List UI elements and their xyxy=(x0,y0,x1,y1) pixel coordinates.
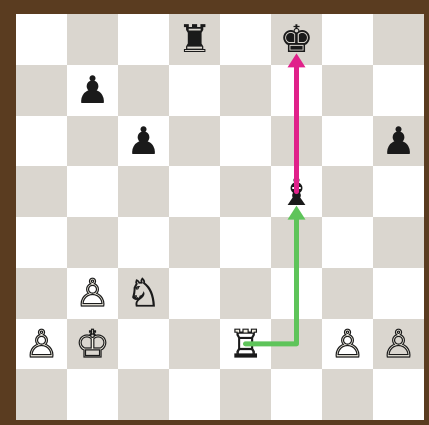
square-c6[interactable]: ♟ xyxy=(118,116,169,167)
square-g5[interactable] xyxy=(322,166,373,217)
black-pawn-icon[interactable]: ♟ xyxy=(67,65,118,116)
square-d6[interactable] xyxy=(169,116,220,167)
square-b4[interactable] xyxy=(67,217,118,268)
square-g4[interactable] xyxy=(322,217,373,268)
square-b2[interactable]: ♔ xyxy=(67,319,118,370)
square-h6[interactable]: ♟ xyxy=(373,116,424,167)
square-b1[interactable] xyxy=(67,369,118,420)
square-c1[interactable] xyxy=(118,369,169,420)
square-f4[interactable] xyxy=(271,217,322,268)
white-pawn-icon[interactable]: ♙ xyxy=(67,268,118,319)
white-knight-icon[interactable]: ♘ xyxy=(118,268,169,319)
square-e6[interactable] xyxy=(220,116,271,167)
square-h8[interactable] xyxy=(373,14,424,65)
square-c8[interactable] xyxy=(118,14,169,65)
square-g1[interactable] xyxy=(322,369,373,420)
square-g6[interactable] xyxy=(322,116,373,167)
square-b6[interactable] xyxy=(67,116,118,167)
square-b8[interactable] xyxy=(67,14,118,65)
square-a5[interactable] xyxy=(16,166,67,217)
square-a8[interactable] xyxy=(16,14,67,65)
square-h1[interactable] xyxy=(373,369,424,420)
square-g2[interactable]: ♙ xyxy=(322,319,373,370)
square-f2[interactable] xyxy=(271,319,322,370)
square-c2[interactable] xyxy=(118,319,169,370)
white-pawn-icon[interactable]: ♙ xyxy=(322,319,373,370)
square-c7[interactable] xyxy=(118,65,169,116)
square-f3[interactable] xyxy=(271,268,322,319)
square-f6[interactable] xyxy=(271,116,322,167)
square-g8[interactable] xyxy=(322,14,373,65)
square-a3[interactable] xyxy=(16,268,67,319)
square-c3[interactable]: ♘ xyxy=(118,268,169,319)
square-f5[interactable]: ♝ xyxy=(271,166,322,217)
square-f7[interactable] xyxy=(271,65,322,116)
square-b5[interactable] xyxy=(67,166,118,217)
white-pawn-icon[interactable]: ♙ xyxy=(373,319,424,370)
black-king-icon[interactable]: ♚ xyxy=(271,14,322,65)
square-d1[interactable] xyxy=(169,369,220,420)
square-g7[interactable] xyxy=(322,65,373,116)
square-a2[interactable]: ♙ xyxy=(16,319,67,370)
white-rook-icon[interactable]: ♖ xyxy=(220,319,271,370)
square-h2[interactable]: ♙ xyxy=(373,319,424,370)
square-h4[interactable] xyxy=(373,217,424,268)
square-d5[interactable] xyxy=(169,166,220,217)
square-e7[interactable] xyxy=(220,65,271,116)
square-e5[interactable] xyxy=(220,166,271,217)
square-a4[interactable] xyxy=(16,217,67,268)
square-b3[interactable]: ♙ xyxy=(67,268,118,319)
square-g3[interactable] xyxy=(322,268,373,319)
black-pawn-icon[interactable]: ♟ xyxy=(118,116,169,167)
square-c4[interactable] xyxy=(118,217,169,268)
square-h3[interactable] xyxy=(373,268,424,319)
square-e4[interactable] xyxy=(220,217,271,268)
square-d2[interactable] xyxy=(169,319,220,370)
square-a1[interactable] xyxy=(16,369,67,420)
square-b7[interactable]: ♟ xyxy=(67,65,118,116)
white-pawn-icon[interactable]: ♙ xyxy=(16,319,67,370)
square-f8[interactable]: ♚ xyxy=(271,14,322,65)
black-bishop-icon[interactable]: ♝ xyxy=(271,166,322,217)
square-d4[interactable] xyxy=(169,217,220,268)
square-d3[interactable] xyxy=(169,268,220,319)
square-e3[interactable] xyxy=(220,268,271,319)
square-a6[interactable] xyxy=(16,116,67,167)
square-c5[interactable] xyxy=(118,166,169,217)
square-h7[interactable] xyxy=(373,65,424,116)
square-h5[interactable] xyxy=(373,166,424,217)
square-e2[interactable]: ♖ xyxy=(220,319,271,370)
square-d8[interactable]: ♜ xyxy=(169,14,220,65)
square-e1[interactable] xyxy=(220,369,271,420)
white-king-icon[interactable]: ♔ xyxy=(67,319,118,370)
black-pawn-icon[interactable]: ♟ xyxy=(373,116,424,167)
black-rook-icon[interactable]: ♜ xyxy=(169,14,220,65)
square-a7[interactable] xyxy=(16,65,67,116)
square-d7[interactable] xyxy=(169,65,220,116)
square-f1[interactable] xyxy=(271,369,322,420)
square-e8[interactable] xyxy=(220,14,271,65)
chess-board[interactable]: ♜♚♟♟♟♝♙♘♙♔♖♙♙ xyxy=(16,14,424,420)
